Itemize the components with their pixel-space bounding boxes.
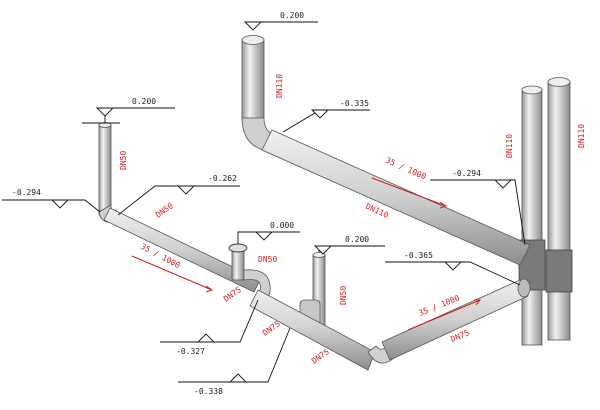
elev-right-upper-text: -0.294	[452, 169, 481, 178]
elev-short-riser-text: 0.200	[345, 235, 369, 244]
size-cleanout: DN50	[258, 255, 277, 264]
elev-top-main-text: 0.200	[280, 11, 304, 20]
elevation-markers: 0.200 -0.335 0.200 -0.294 -0.262	[2, 11, 526, 396]
stack-pipe-b	[547, 81, 571, 341]
lower-right-pipe	[381, 279, 529, 361]
left-branch-pipe	[103, 207, 261, 293]
size-short-riser: DN50	[339, 286, 348, 305]
size-left-riser: DN50	[119, 151, 128, 170]
elev-bottom-a-text: -0.327	[176, 347, 205, 356]
elev-right-lower-text: -0.365	[404, 251, 433, 260]
elev-far-left: -0.294	[2, 188, 101, 213]
elev-bottom-a: -0.327	[160, 299, 259, 356]
size-lower-c: DN75	[310, 347, 331, 366]
riser-top-left	[241, 39, 265, 121]
size-stack-b: DN110	[577, 124, 586, 148]
elev-cleanout: 0.000	[237, 221, 300, 244]
stack-pipe-a	[521, 89, 543, 346]
elev-right-upper: -0.294	[430, 169, 526, 246]
elev-left-riser-text: 0.200	[132, 97, 156, 106]
size-stack-a: DN110	[505, 134, 514, 158]
left-riser	[98, 124, 112, 216]
lower-pipe	[249, 289, 376, 371]
pipe-network	[98, 35, 573, 371]
elev-left-riser: 0.200	[82, 97, 175, 124]
upper-main-pipe	[261, 129, 531, 266]
slope-arrow-lower	[407, 299, 482, 331]
elev-bottom-b: -0.338	[178, 327, 291, 396]
elev-bottom-b-text: -0.338	[194, 387, 223, 396]
size-left-branch: DN50	[154, 201, 175, 220]
pipe-size-labels: DN110 DN50 DN50 DN50 DN50 DN110 DN110 DN…	[119, 74, 586, 366]
elev-cleanout-text: 0.000	[270, 221, 294, 230]
elev-branch-upper: -0.335	[282, 99, 370, 133]
elev-far-left-text: -0.294	[12, 188, 41, 197]
elev-mid-left: -0.262	[117, 174, 240, 216]
slope-arrow-upper	[371, 177, 448, 209]
elev-branch-upper-text: -0.335	[340, 99, 369, 108]
elev-mid-left-text: -0.262	[208, 174, 237, 183]
elev-right-lower: -0.365	[385, 251, 521, 286]
size-lower-a: DN75	[222, 285, 243, 304]
slope-arrow-left	[131, 255, 214, 293]
elev-top-main: 0.200	[243, 11, 318, 31]
elev-short-riser: 0.200	[313, 235, 385, 255]
slope-upper-main: 35 / 1000	[384, 156, 427, 182]
size-riser-top-left: DN110	[275, 74, 284, 98]
